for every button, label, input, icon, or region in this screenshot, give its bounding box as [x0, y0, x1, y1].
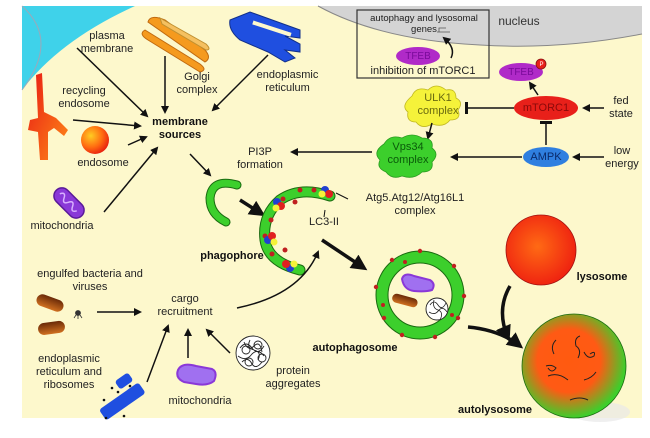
endosome-icon — [81, 126, 109, 154]
endoplasmic-reticulum-icon — [229, 11, 301, 63]
early-phagophore — [206, 179, 241, 226]
plasma-membrane-label: plasma membrane — [80, 30, 134, 55]
lysosome — [505, 214, 577, 286]
extracellular-space — [22, 6, 135, 90]
mitochondria-label: mitochondria — [30, 220, 94, 232]
bacterium-icon — [36, 294, 64, 312]
mtorc1-label: mTORC1 — [522, 102, 570, 114]
lc3-label: LC3-II — [309, 216, 339, 228]
golgi-label: Golgi complex — [176, 71, 218, 96]
pi3p-label: PI3P formation — [237, 146, 283, 171]
ulk1-complex-node — [404, 85, 461, 127]
tfeb-inset-label: TFEB — [405, 51, 431, 62]
nucleus — [318, 6, 642, 47]
phospho-icon — [535, 58, 547, 70]
lysosome-label: lysosome — [576, 271, 628, 283]
degraded-cargo-fragments — [545, 335, 597, 401]
autophagosome-label: autophagosome — [312, 342, 398, 354]
recycling-endosome-label: recycling endosome — [58, 85, 110, 110]
autolysosome — [521, 313, 627, 419]
bacterium-icon — [38, 320, 65, 335]
phagophore-label: phagophore — [200, 250, 264, 262]
fed-state-label: fed state — [609, 95, 633, 120]
inhibition-mtorc1-label: inhibition of mTORC1 — [370, 65, 476, 77]
mtorc1-node — [514, 96, 578, 120]
membrane-source-arrows — [72, 47, 269, 213]
cargo-arrows — [97, 250, 320, 383]
mitochondria-icon — [53, 187, 85, 219]
bacteria-label: engulfed bacteria and viruses — [37, 268, 143, 293]
nucleus-label: nucleus — [498, 14, 540, 28]
tfeb-inset-node — [396, 47, 440, 65]
endosome-label: endosome — [77, 157, 129, 169]
mitochondria-cargo-label: mitochondria — [168, 395, 232, 407]
protein-aggregate-icon — [235, 335, 271, 371]
golgi-icon — [141, 16, 210, 73]
membrane-sources-label: membrane sources — [152, 116, 208, 141]
vps34-label: Vps34 complex — [387, 141, 429, 166]
ampk-label: AMPK — [530, 151, 562, 163]
ampk-node — [523, 147, 569, 167]
ulk1-label: ULK1 complex — [417, 92, 459, 117]
tfeb-node — [499, 63, 543, 81]
er-ribosomes-label: endoplasmic reticulum and ribosomes — [35, 353, 103, 391]
low-energy-label: low energy — [605, 145, 639, 170]
er-ribosomes-icon — [100, 373, 145, 420]
protein-aggregates-label: protein aggregates — [265, 365, 321, 390]
autophagosome — [373, 248, 467, 340]
mitochondria-cargo-icon — [176, 363, 217, 386]
recycling-endosome-icon — [28, 73, 68, 160]
autophagy-genes-label: autophagy and lysosomal genes — [370, 13, 478, 35]
tfeb-label: TFEB — [508, 67, 534, 78]
tfeb-inset-box — [356, 9, 490, 79]
phagophore — [259, 186, 336, 276]
phospho-label: P — [539, 62, 544, 68]
atg-complex-label: Atg5.Atg12/Atg16L1 complex — [365, 192, 465, 217]
cargo-recruitment-label: cargo recruitment — [157, 293, 213, 318]
er-label: endoplasmic reticulum — [256, 69, 319, 94]
autolysosome-label: autolysosome — [458, 404, 532, 416]
vps34-complex-node — [376, 134, 437, 178]
virus-icon — [73, 310, 83, 319]
